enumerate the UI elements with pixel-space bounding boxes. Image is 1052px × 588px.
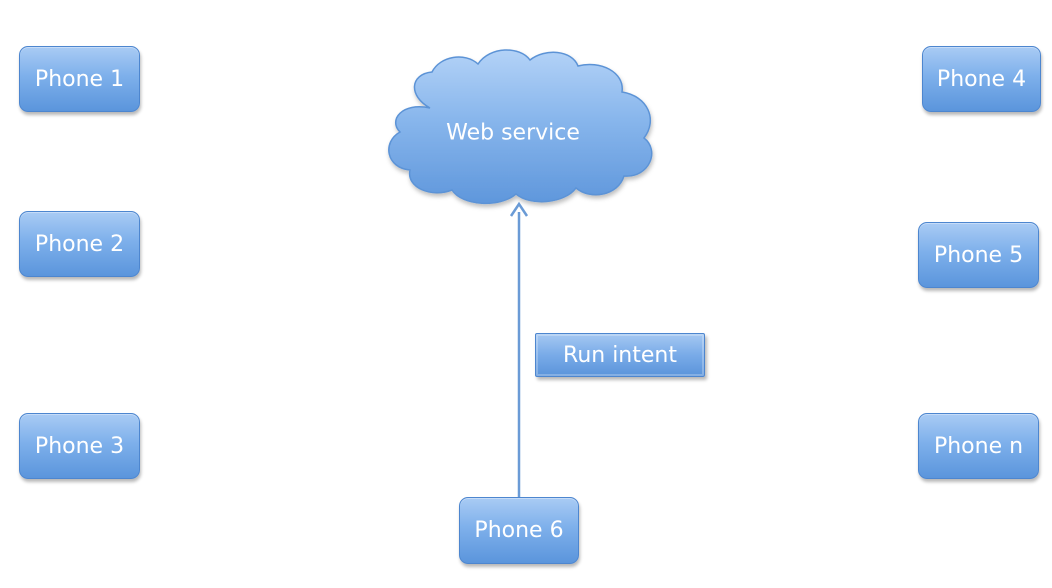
- phone-4-node: Phone 4: [922, 46, 1041, 112]
- phone-5-node: Phone 5: [918, 222, 1039, 288]
- arrow-head: [509, 201, 529, 217]
- phone-n-node: Phone n: [918, 413, 1039, 479]
- phone-6-node: Phone 6: [459, 497, 579, 564]
- phone-2-node: Phone 2: [19, 211, 140, 277]
- phone-1-node: Phone 1: [19, 46, 140, 112]
- phone-3-node: Phone 3: [19, 413, 140, 479]
- web-service-label: Web service: [446, 120, 580, 146]
- run-intent-label: Run intent: [535, 333, 705, 377]
- web-service-cloud: [388, 49, 653, 205]
